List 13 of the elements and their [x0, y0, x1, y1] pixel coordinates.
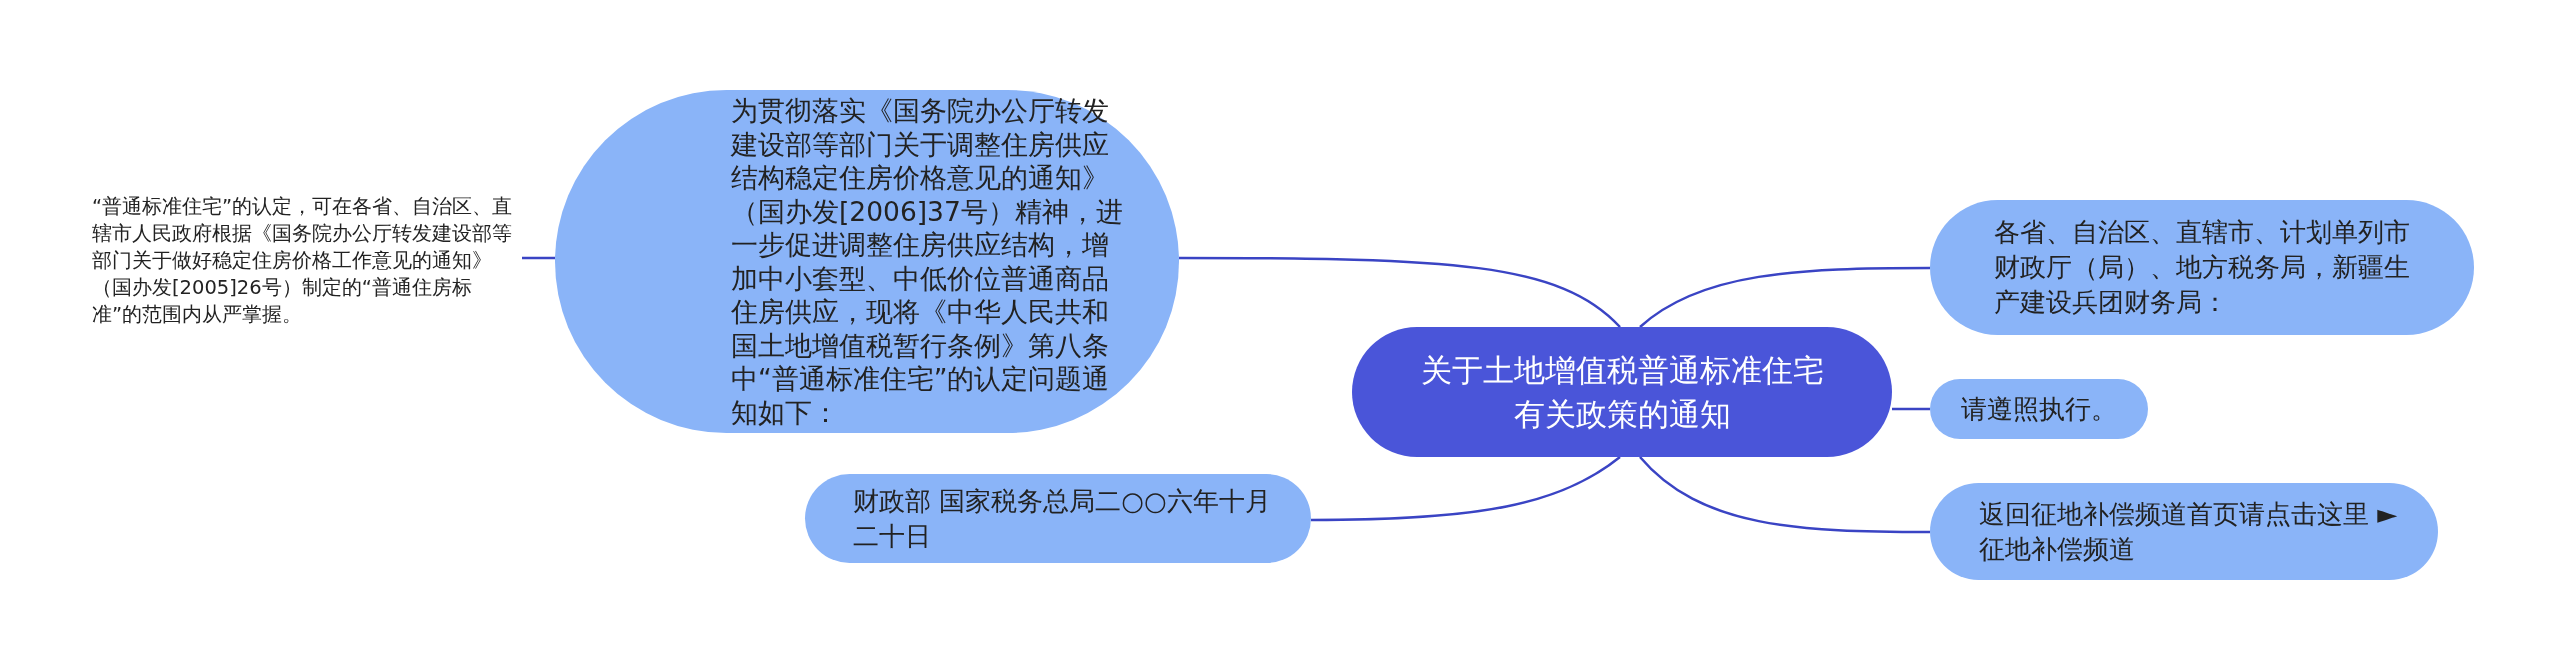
note-text: “普通标准住宅”的认定，可在各省、自治区、直辖市人民政府根据《国务院办公厅转发建设部等部门关于做好稳定住房价格工作意见的通知》（国办发[2005]26号）制定的“普通住房标准”的范围内从严掌握。: [92, 190, 520, 330]
topic-bubble: 返回征地补偿频道首页请点击这里 ►征地补偿频道: [1930, 483, 2438, 580]
connector-line: [1179, 256, 1621, 328]
topic-bubble: 请遵照执行。: [1930, 379, 2148, 439]
connector-line: [1639, 456, 1930, 534]
connector-line: [1311, 456, 1621, 522]
connector-line: [1639, 266, 1930, 328]
topic-box: 关于土地增值税普通标准住宅有关政策的通知: [1352, 327, 1892, 457]
connector-line: [522, 256, 555, 260]
topic-bubble: 财政部 国家税务总局二○○六年十月二十日: [805, 474, 1311, 563]
connector-line: [1892, 407, 1930, 411]
topic-bubble: 各省、自治区、直辖市、计划单列市财政厅（局）、地方税务局，新疆生产建设兵团财务局：: [1930, 200, 2474, 335]
topic-bubble: 为贯彻落实《国务院办公厅转发建设部等部门关于调整住房供应结构稳定住房价格意见的通知》（国办发[2006]37号）精神，进一步促进调整住房供应结构，增加中小套型、中低价位普通商品住房供应，现将《中华人民共和国土地增值税暂行条例》第八条中“普通标准住宅”的认定问题通知如下：: [555, 90, 1179, 433]
